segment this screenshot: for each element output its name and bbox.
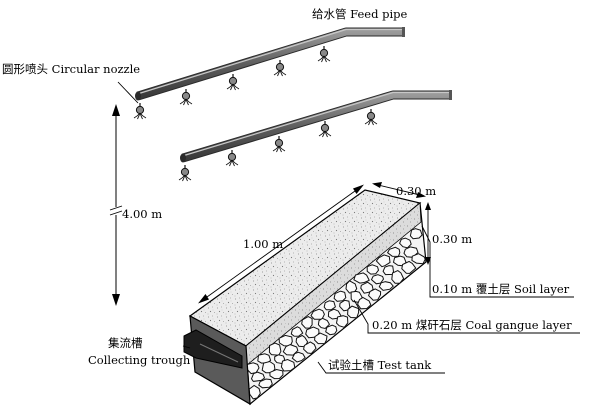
width-dimension: [372, 182, 426, 198]
nozzle-icon: [318, 121, 332, 138]
gangue-stone: [382, 265, 395, 276]
gangue-stone: [368, 288, 382, 301]
length-value-label: 1.00 m: [243, 237, 283, 251]
coal-gangue-stones: [246, 228, 426, 400]
gangue-stone: [391, 270, 405, 284]
length-dimension: [198, 184, 364, 304]
gangue-stone: [375, 254, 391, 268]
gangue-stone: [347, 305, 360, 319]
test-tank-label: 试验土槽 Test tank: [328, 358, 432, 372]
circular-nozzle-label: 圆形喷头 Circular nozzle: [2, 62, 140, 76]
gangue-layer-label: 0.20 m 煤矸石层 Coal gangue layer: [372, 318, 572, 332]
nozzle-icon: [273, 60, 287, 77]
nozzle-icon: [364, 109, 378, 126]
gangue-stone: [258, 378, 273, 389]
feed-pipe-label: 给水管 Feed pipe: [312, 7, 408, 21]
feed-pipe-upper: [135, 27, 405, 101]
gangue-stone: [411, 253, 426, 265]
gangue-stone: [250, 371, 266, 382]
gangue-stone: [339, 299, 351, 312]
gangue-stone: [409, 228, 423, 240]
gangue-stone: [357, 296, 372, 310]
collecting-trough: [183, 329, 243, 369]
nozzle-icon: [226, 74, 240, 91]
gangue-stone: [325, 324, 338, 336]
nozzle-icon: [133, 103, 147, 120]
side-height-dimension: [425, 202, 431, 265]
test-tank: [183, 189, 427, 406]
gangue-stone: [303, 341, 317, 355]
nozzle-icon: [225, 150, 239, 167]
gangue-stone: [353, 272, 370, 284]
nozzle-icon: [178, 165, 192, 182]
nozzle-icon: [272, 136, 286, 153]
gangue-stone: [335, 315, 349, 328]
gangue-stone: [403, 246, 419, 258]
gangue-stone: [360, 281, 374, 294]
gangue-stone: [378, 281, 394, 291]
gangue-stone: [370, 274, 385, 285]
gangue-stone: [280, 358, 296, 372]
gangue-stone: [314, 332, 328, 345]
gangue-stone: [268, 342, 282, 356]
gangue-stone: [282, 344, 299, 356]
nozzle-icon: [179, 89, 193, 106]
gangue-stone: [399, 237, 412, 249]
gangue-stone: [301, 316, 313, 329]
gangue-stone: [291, 351, 306, 363]
gangue-stone: [386, 246, 401, 257]
nozzle-icon: [317, 46, 331, 63]
nozzle-group: [133, 46, 378, 182]
gangue-stone: [317, 317, 331, 330]
gangue-stone: [269, 368, 284, 380]
trough-label-cn: 集流槽: [108, 336, 143, 350]
gangue-stone: [401, 260, 417, 274]
feed-pipe-lower: [180, 90, 452, 163]
gangue-stone: [333, 290, 347, 302]
width-value-label: 0.30 m: [396, 184, 436, 198]
gangue-stone: [323, 300, 336, 311]
height-dimension: [109, 104, 123, 306]
gangue-stone: [366, 264, 380, 275]
side-height-value-label: 0.30 m: [432, 232, 472, 246]
height-value-label: 4.00 m: [122, 207, 162, 221]
trough-label-en: Collecting trough: [88, 353, 191, 367]
soil-layer-label: 0.10 m 覆土层 Soil layer: [432, 282, 570, 296]
gangue-stone: [290, 326, 304, 337]
